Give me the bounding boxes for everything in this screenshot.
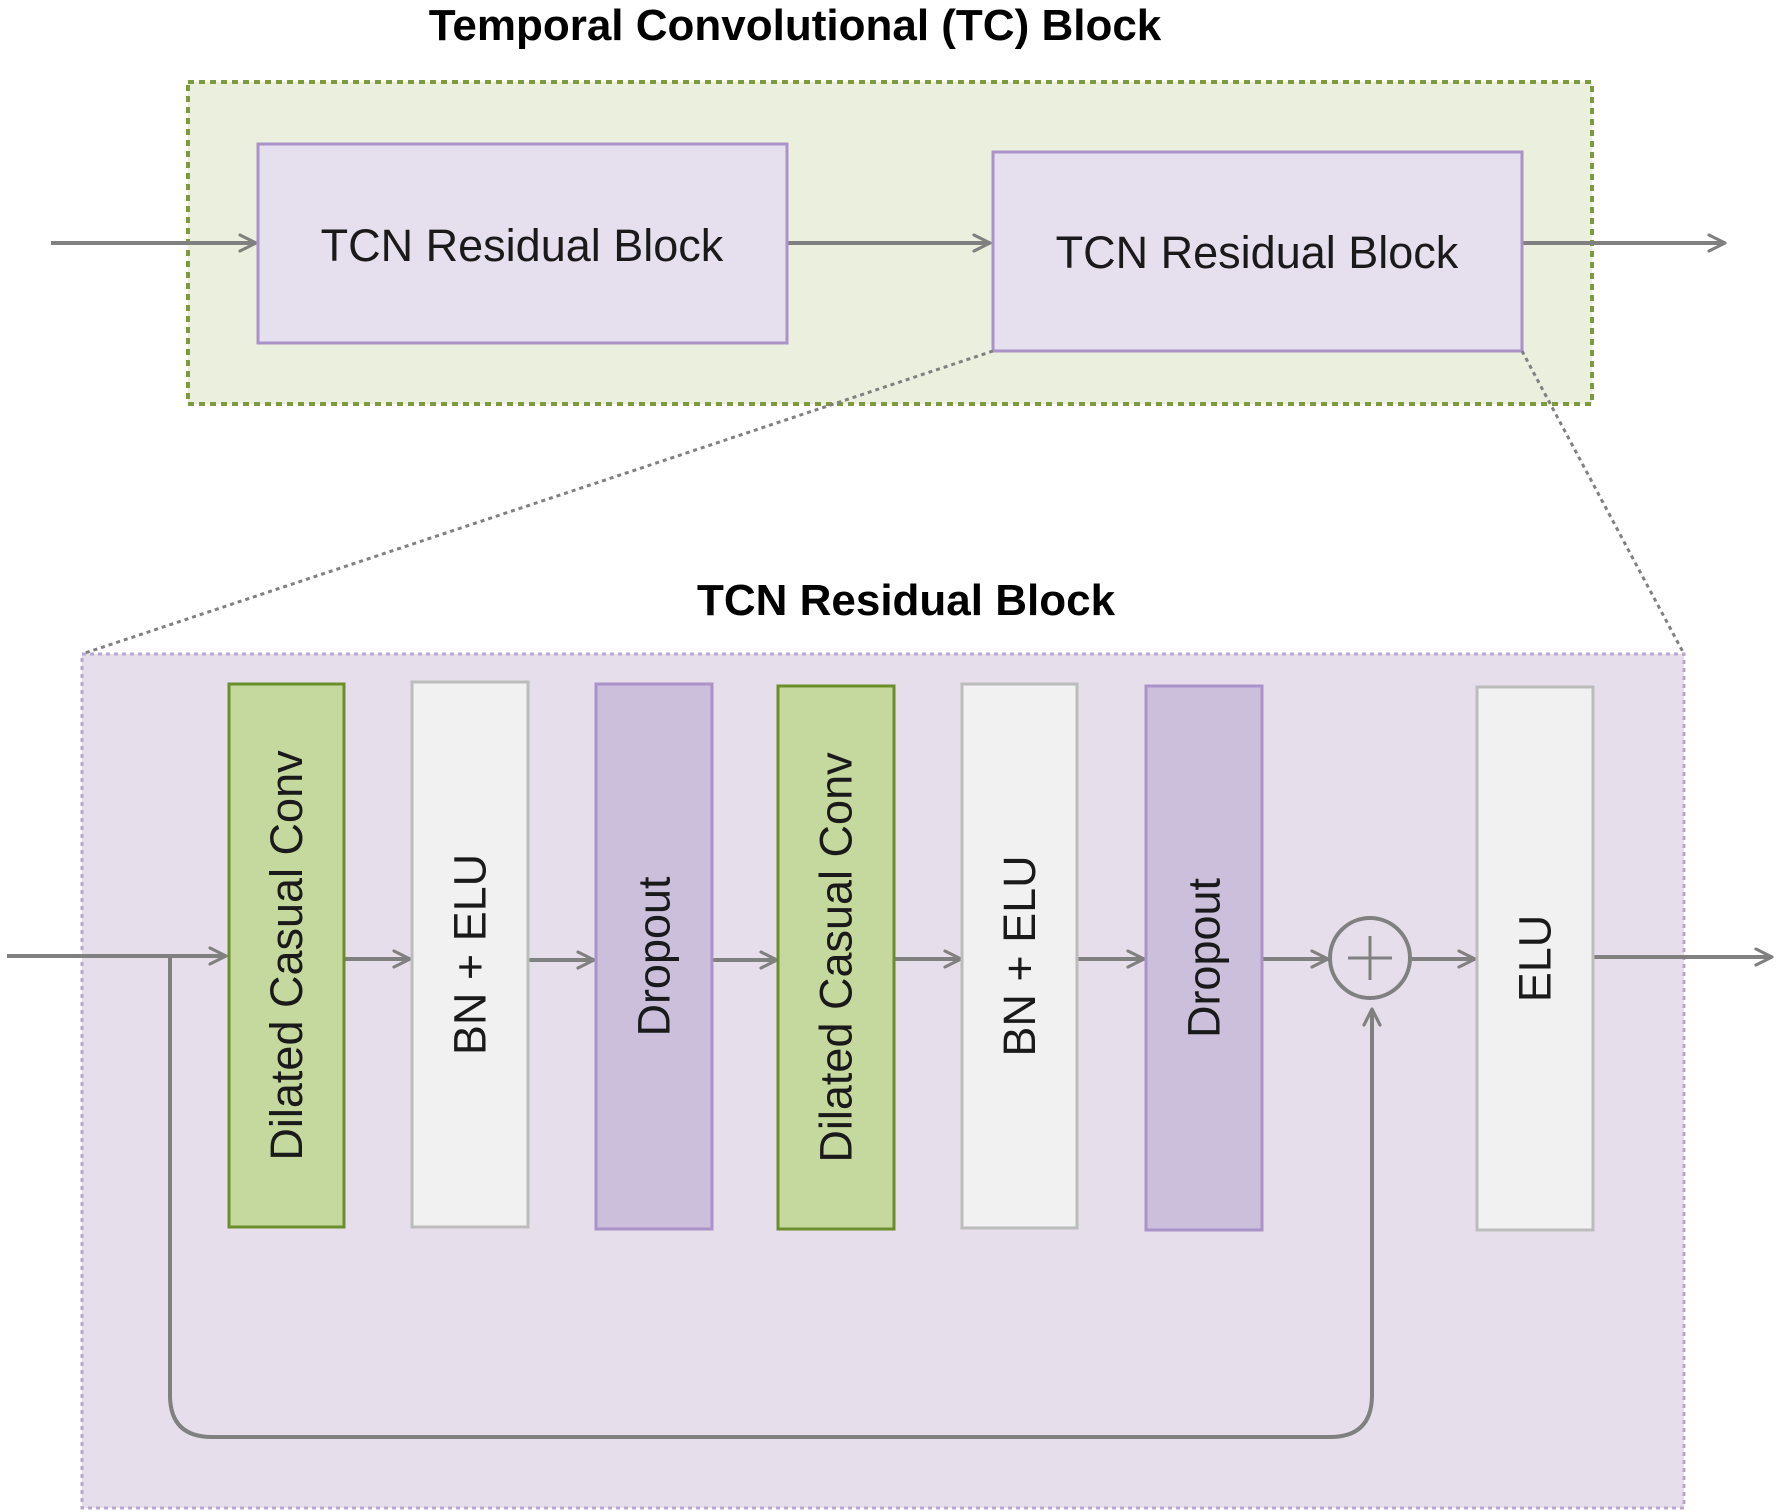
tcn-residual-block-1: TCN Residual Block <box>256 142 789 345</box>
bn-elu-layer-2: BN + ELU <box>960 682 1079 1230</box>
conv-layer-2-label: Dilated Casual Conv <box>811 752 862 1163</box>
elu-output-layer-label: ELU <box>1510 915 1561 1003</box>
skip-connection-arrow <box>168 958 1382 1439</box>
dropout-layer-2: Dropout <box>1144 684 1264 1232</box>
elu-output-layer: ELU <box>1475 685 1595 1232</box>
zoom-line-left <box>81 349 994 656</box>
layer-stack: Dilated Casual Conv BN + ELU Dropout Dilate… <box>227 680 1595 1232</box>
bn-elu-layer-1-label: BN + ELU <box>445 854 496 1055</box>
dropout-layer-1: Dropout <box>594 682 714 1231</box>
zoom-line-right <box>1520 350 1686 655</box>
conv-layer-2: Dilated Casual Conv <box>776 684 896 1231</box>
tc-block-title: Temporal Convolutional (TC) Block <box>429 1 1162 50</box>
tcn-residual-block-1-label: TCN Residual Block <box>321 220 724 271</box>
conv-layer-1: Dilated Casual Conv <box>227 682 346 1229</box>
bn-elu-layer-1: BN + ELU <box>410 680 530 1229</box>
dropout-layer-2-label: Dropout <box>1179 877 1230 1038</box>
bn-elu-layer-2-label: BN + ELU <box>994 855 1045 1056</box>
tcn-residual-block-2-label: TCN Residual Block <box>1056 227 1459 278</box>
add-icon <box>1328 916 1412 1000</box>
residual-block-title: TCN Residual Block <box>697 576 1116 625</box>
conv-layer-1-label: Dilated Casual Conv <box>261 750 312 1161</box>
tcn-residual-block-2: TCN Residual Block <box>991 150 1524 353</box>
dropout-layer-1-label: Dropout <box>629 876 680 1037</box>
